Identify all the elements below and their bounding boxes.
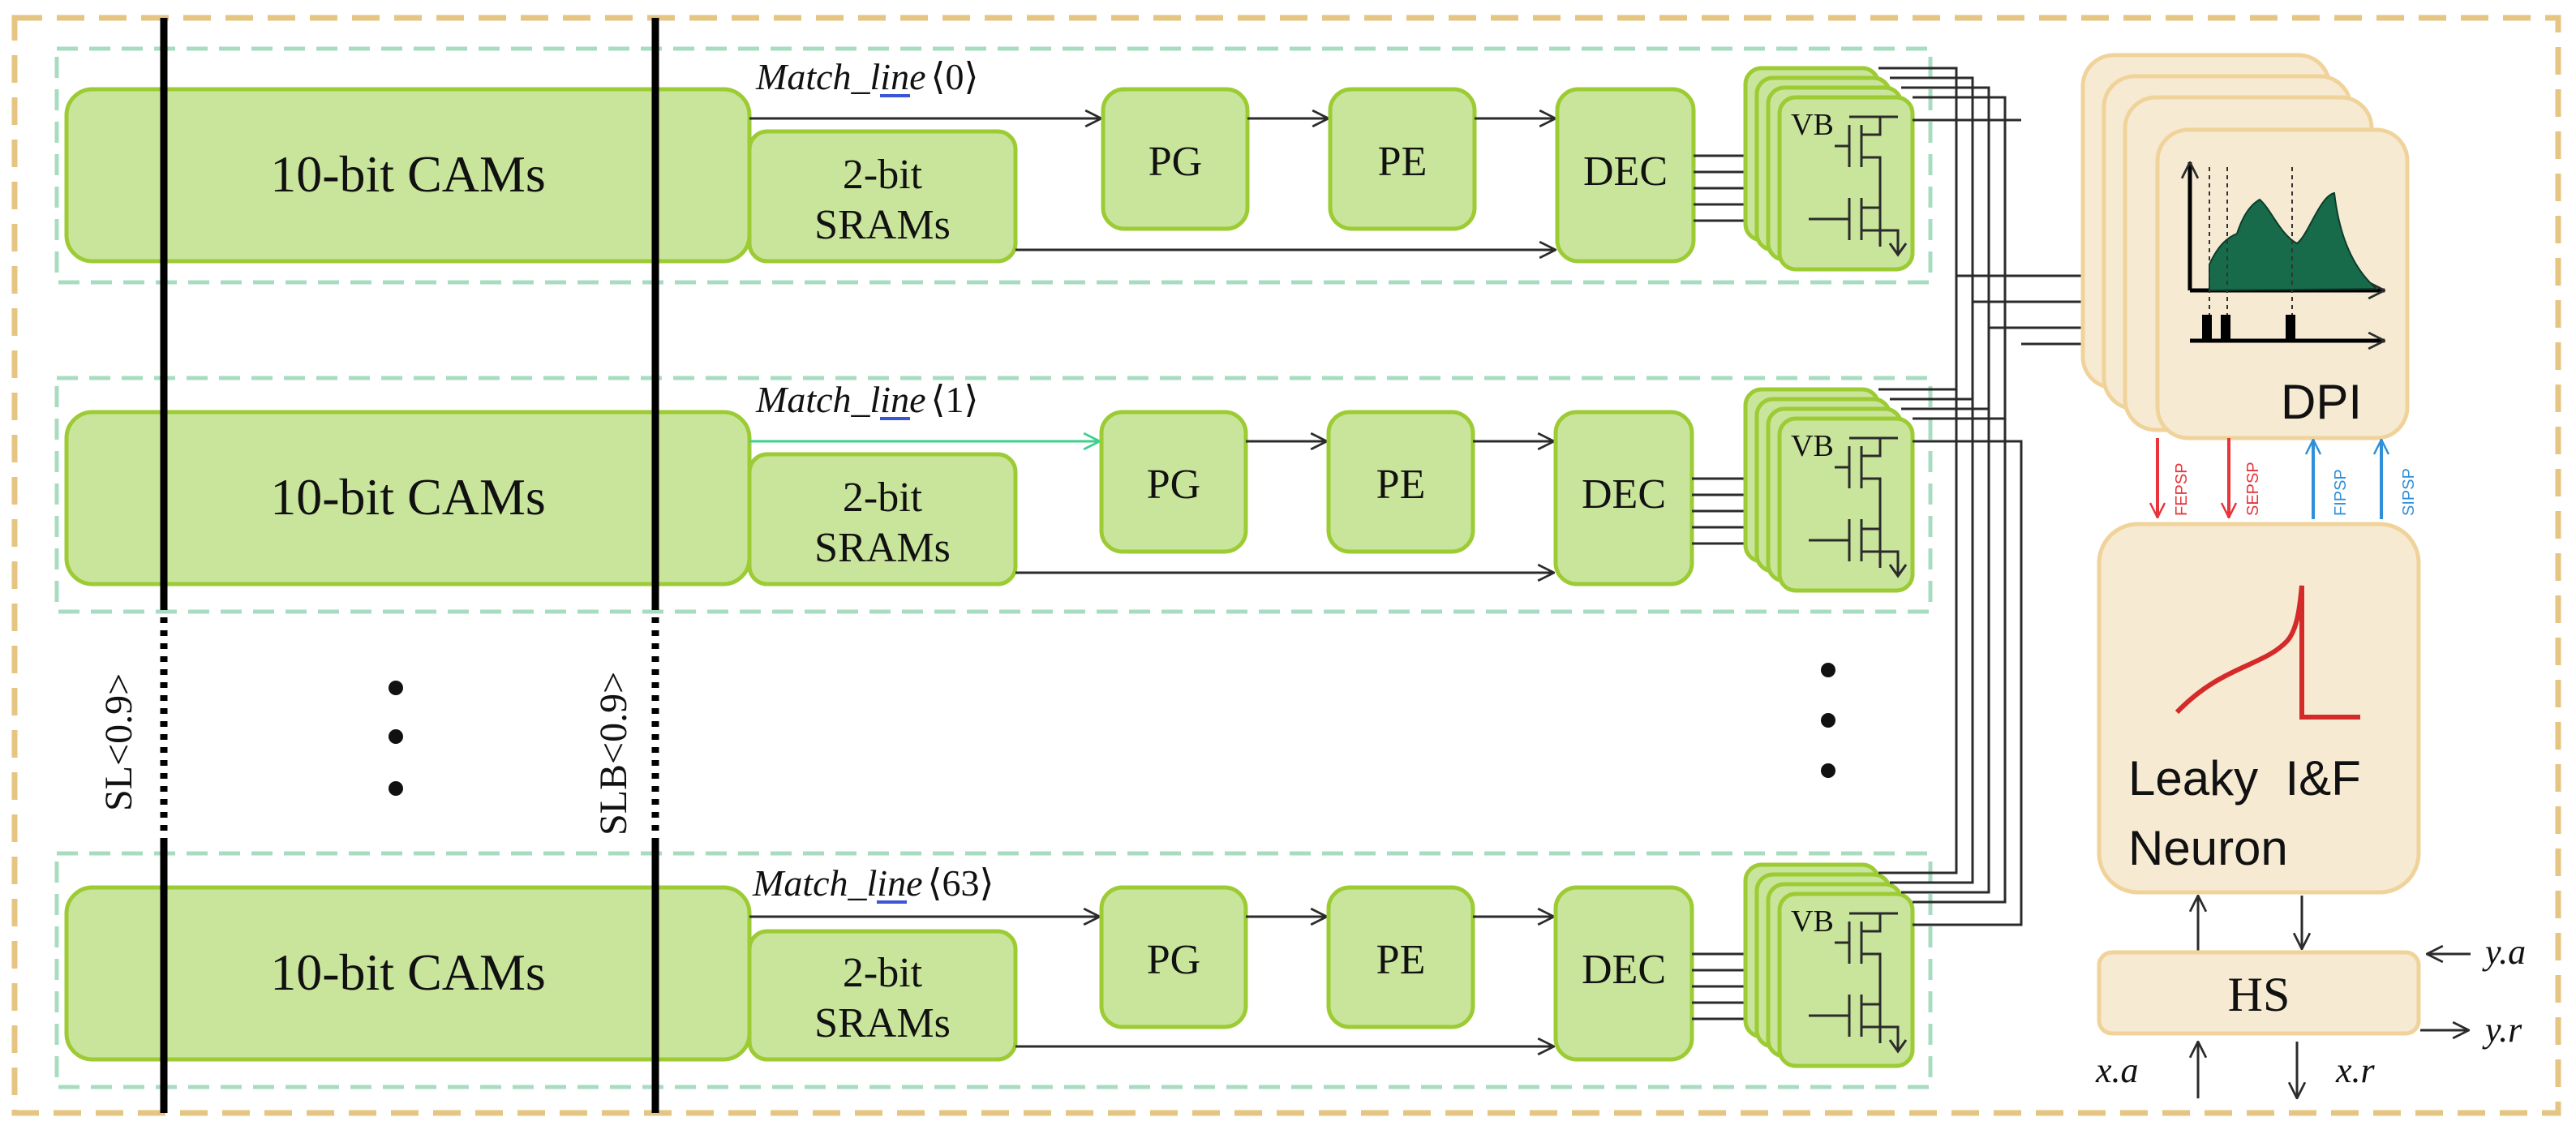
sram-label-line1: 2-bit: [843, 475, 923, 521]
yr-label: y.r: [2482, 1010, 2522, 1050]
vb-label: VB: [1791, 429, 1834, 463]
hs-label: HS: [2228, 968, 2290, 1021]
outer-frame: [11, 15, 2561, 1116]
dpi-label: DPI: [2281, 375, 2362, 429]
sl-label: SL<0.9>: [97, 673, 140, 811]
sram-block: [747, 129, 1018, 264]
signal-fipsp: FIPSP: [2332, 469, 2350, 516]
row-0: 10-bit CAMs 2-bit SRAMs Match_line⟨0⟩ PG…: [54, 46, 1933, 285]
vb-stack: VB: [1743, 66, 1915, 272]
pe-label: PE: [1376, 937, 1426, 983]
pe-label: PE: [1376, 462, 1426, 508]
signal-sepsp: SEPSP: [2244, 462, 2262, 516]
row-0-frame: [54, 46, 1933, 285]
cam-label: 10-bit CAMs: [270, 943, 546, 1001]
search-line-slb: SLB<0.9>: [592, 18, 659, 1113]
vb-stack: VB: [1743, 862, 1915, 1068]
vb-ellipsis-dots: [1821, 663, 1835, 778]
search-line-sl: SL<0.9>: [97, 18, 168, 1113]
vb-label: VB: [1791, 904, 1834, 939]
dec-block: [1555, 87, 1696, 264]
sram-label-line2: SRAMs: [814, 202, 951, 248]
handshake-signals: y.a y.r x.a x.r: [2095, 932, 2526, 1098]
spike-curve: [2175, 585, 2360, 720]
row-63-frame: [54, 851, 1933, 1089]
ya-label: y.a: [2482, 932, 2526, 972]
pg-label: PG: [1147, 462, 1200, 508]
slb-label: SLB<0.9>: [592, 672, 635, 836]
sram-label-line1: 2-bit: [843, 950, 923, 996]
vb-stack: VB: [1743, 387, 1915, 593]
pe-block: [1326, 410, 1475, 554]
pg-block: [1099, 410, 1248, 554]
xa-label: x.a: [2095, 1051, 2139, 1090]
row-63: 10-bit CAMs 2-bit SRAMs Match_line⟨63⟩ P…: [54, 851, 1933, 1089]
transistor-symbol: [1809, 115, 1908, 257]
cam-label: 10-bit CAMs: [270, 468, 546, 526]
sram-label-line2: SRAMs: [814, 525, 951, 571]
sram-label-line1: 2-bit: [843, 152, 923, 198]
match-line-label: Match_line⟨0⟩: [755, 56, 978, 97]
row-ellipsis-dots: [389, 681, 403, 796]
dec-block: [1553, 410, 1694, 586]
dpi-block: DPI: [2080, 53, 2410, 440]
sram-block: [747, 929, 1018, 1062]
signal-sipsp: SIPSP: [2400, 468, 2418, 516]
neuron-label-line2: Neuron: [2128, 821, 2288, 875]
vb-label: VB: [1791, 108, 1834, 142]
dec-label: DEC: [1582, 471, 1666, 518]
transistor-symbol: [1809, 912, 1908, 1054]
pg-label: PG: [1148, 139, 1202, 185]
dec-block: [1553, 885, 1694, 1062]
pg-label: PG: [1147, 937, 1200, 983]
synapse-signals: FEPSP SEPSP FIPSP SIPSP: [2157, 438, 2418, 519]
pe-label: PE: [1378, 139, 1428, 185]
pg-block: [1101, 87, 1250, 231]
neuron-label-line1: Leaky I&F: [2128, 751, 2361, 806]
dec-label: DEC: [1582, 947, 1666, 993]
cam-label: 10-bit CAMs: [270, 145, 546, 203]
match-line-label: Match_line⟨1⟩: [755, 379, 978, 420]
match-line-label: Match_line⟨63⟩: [752, 862, 994, 904]
sram-block: [747, 452, 1018, 586]
dpi-plot-icon: [2190, 162, 2385, 341]
neuron-block: Leaky I&F Neuron: [2097, 522, 2421, 895]
hs-block: HS: [2097, 950, 2421, 1036]
transistor-symbol: [1809, 436, 1908, 578]
xr-label: x.r: [2335, 1051, 2376, 1090]
dec-label: DEC: [1583, 148, 1668, 195]
pg-block: [1099, 885, 1248, 1029]
signal-fepsp: FEPSP: [2173, 462, 2191, 516]
pe-block: [1328, 87, 1477, 231]
row-1-frame: [54, 376, 1933, 614]
pe-block: [1326, 885, 1475, 1029]
row-1: 10-bit CAMs 2-bit SRAMs Match_line⟨1⟩ PG…: [54, 376, 1933, 614]
sram-label-line2: SRAMs: [814, 1000, 951, 1046]
